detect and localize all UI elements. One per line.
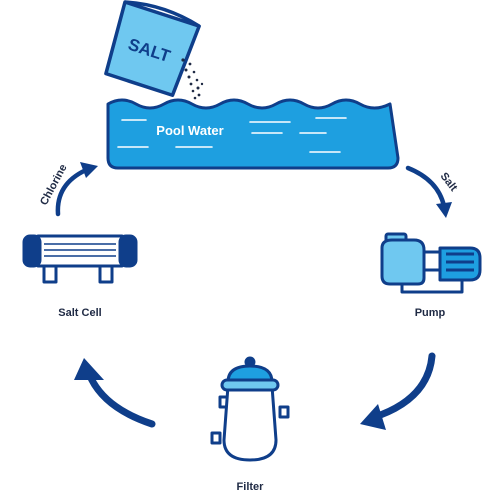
salt-cell-icon <box>22 234 138 284</box>
salt-grains <box>181 58 204 100</box>
pump-to-filter-arrow <box>360 352 436 430</box>
salt-flow-arrow <box>405 165 452 218</box>
pump-label: Pump <box>415 307 446 319</box>
filter-to-cell-arrow <box>74 358 156 428</box>
salt-flow-label: Salt <box>438 170 460 194</box>
salt-cell-label: Salt Cell <box>58 307 101 319</box>
filter-icon <box>210 356 290 462</box>
filter-label: Filter <box>237 481 265 493</box>
pool-water-label: Pool Water <box>156 123 223 138</box>
pool-water: Pool Water <box>106 98 400 170</box>
chlorine-flow-arrow <box>55 162 98 217</box>
salt-bag-icon: SALT <box>104 0 201 98</box>
pump-icon <box>380 232 482 294</box>
